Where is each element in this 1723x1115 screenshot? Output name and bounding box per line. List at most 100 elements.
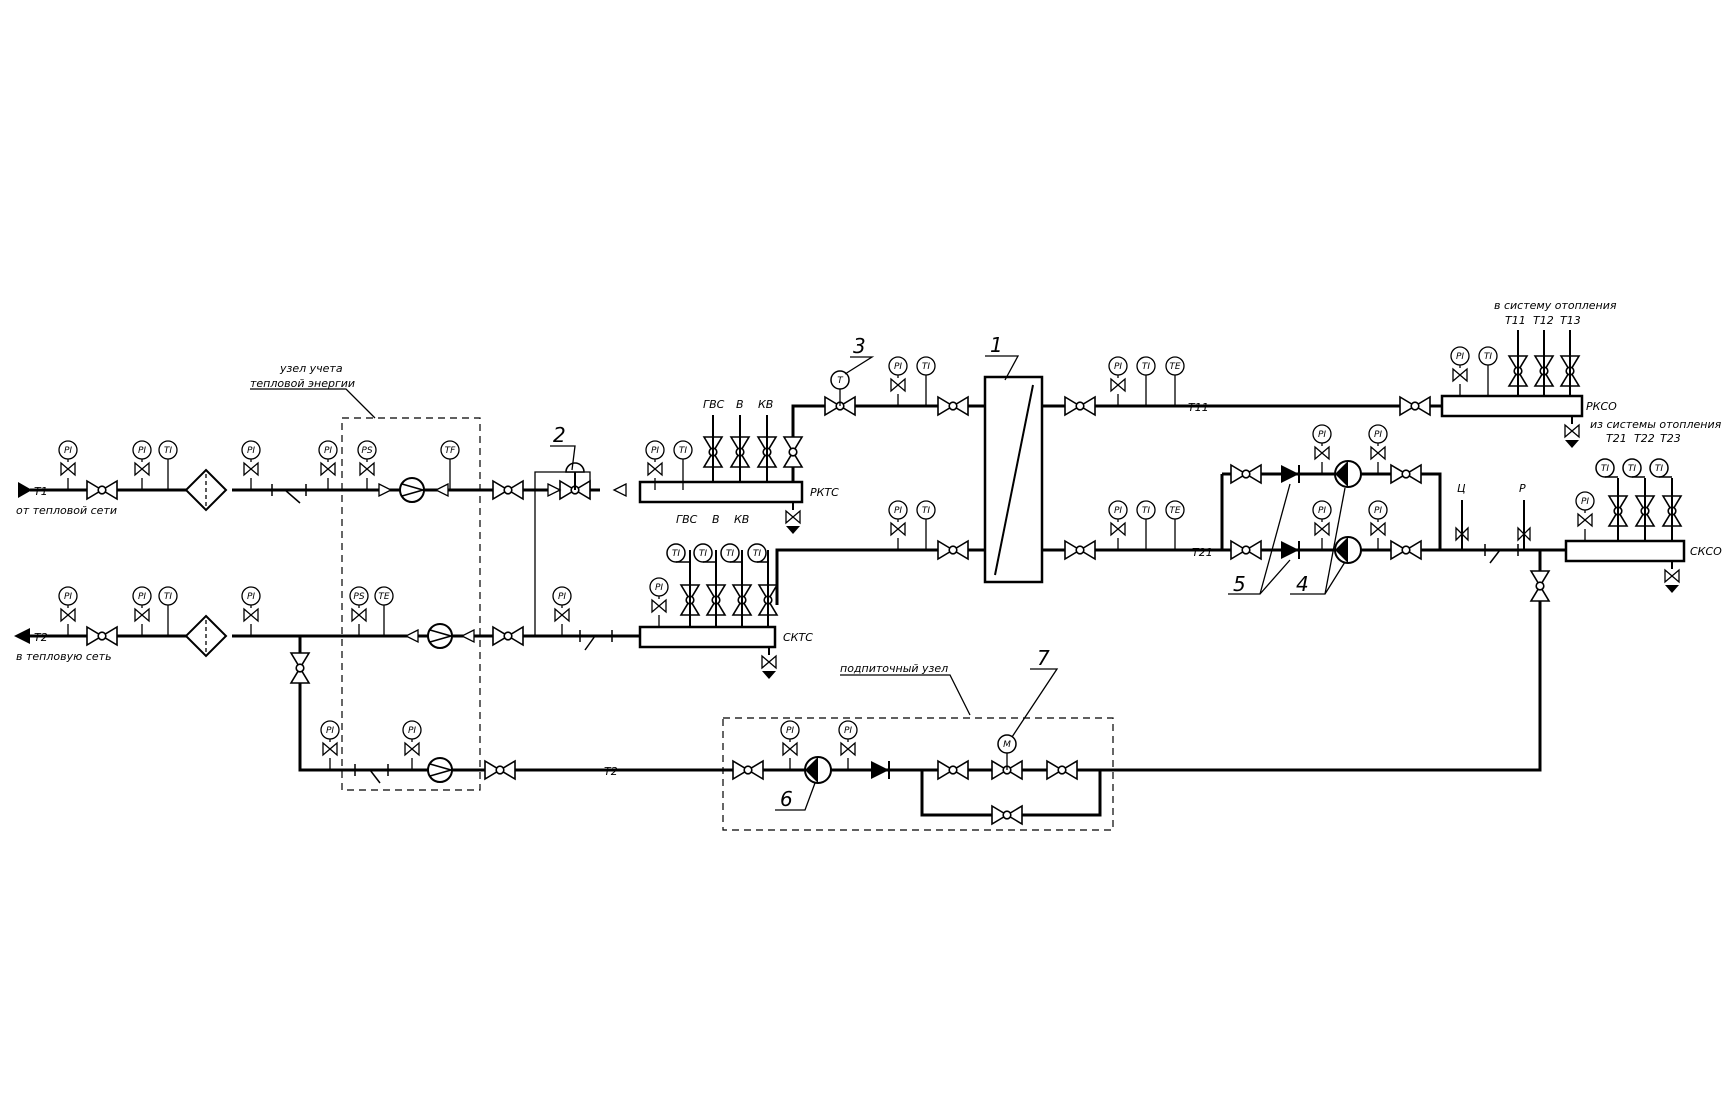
filter-supply [184, 468, 228, 512]
manifold-label-rkso: РКСО [1586, 400, 1617, 413]
line-label-t2: Т2 [604, 765, 618, 778]
ps-label: PS [361, 446, 372, 456]
branch-stems [689, 330, 1673, 627]
branch-label-kv: КВ [734, 513, 749, 526]
manifold-rkso [1440, 394, 1584, 418]
m-label: M [1003, 740, 1011, 750]
callout-1: 1 [990, 333, 1003, 357]
callout-6: 6 [780, 787, 793, 811]
ti-label: TI [922, 506, 930, 516]
pi-label: PI [1456, 352, 1464, 362]
t-label: T [837, 376, 844, 386]
metering-label-2: тепловой энергии [250, 377, 355, 390]
heating-out-label: в систему отопления [1494, 299, 1617, 312]
branch-label-gvs: ГВС [676, 513, 698, 526]
pi-label: PI [1318, 506, 1326, 516]
makeup-node-label: подпиточный узел [840, 662, 948, 675]
pi-label: PI [651, 446, 659, 456]
pi-label: PI [1374, 506, 1382, 516]
manifold-skts [638, 625, 777, 649]
ti-label: TI [1142, 362, 1150, 372]
branch-label-v: В [712, 513, 720, 526]
ps-label: PS [353, 592, 364, 602]
heating-in-label: из системы отопления [1590, 418, 1722, 431]
ti-label: TI [672, 549, 680, 559]
pumps [804, 460, 1362, 784]
manifold-label-skts: СКТС [783, 631, 813, 644]
pi-label: PI [786, 726, 794, 736]
pi-label: PI [1114, 362, 1122, 372]
ti-label: TI [1601, 464, 1609, 474]
to-network-code: Т2 [34, 631, 48, 644]
text-labels: Т1 от тепловой сети Т2 в тепловую сеть у… [16, 299, 1722, 778]
branch-label-c: Ц [1457, 482, 1466, 495]
manifold-skso [1564, 539, 1686, 563]
ti-label: TI [1142, 506, 1150, 516]
metering-label-1: узел учета [279, 362, 343, 375]
pi-label: PI [655, 583, 663, 593]
line-label-t21: Т21 [1192, 546, 1213, 559]
pi-label: PI [894, 362, 902, 372]
pi-label: PI [408, 726, 416, 736]
pi-label: PI [324, 446, 332, 456]
control-valve-2 [559, 462, 591, 500]
callout-4: 4 [1296, 572, 1309, 596]
branch-label-gvs: ГВС [703, 398, 725, 411]
callout-5: 5 [1233, 572, 1246, 596]
line-label-t11: Т11 [1188, 401, 1209, 414]
callout-7: 7 [1037, 646, 1050, 670]
pi-label: PI [64, 446, 72, 456]
branch-label-t23: Т23 [1660, 432, 1681, 445]
pi-label: PI [1114, 506, 1122, 516]
branch-label-t11: Т11 [1505, 314, 1526, 327]
ti-label: TI [922, 362, 930, 372]
metering-node-frame [341, 417, 481, 791]
manifold-label-rkts: РКТС [810, 486, 839, 499]
pipe-supports [271, 484, 1519, 784]
ti-label: TI [1655, 464, 1663, 474]
branch-label-t13: Т13 [1560, 314, 1581, 327]
filter-return [184, 614, 228, 658]
ti-label: TI [164, 446, 172, 456]
pi-label: PI [326, 726, 334, 736]
callout-2: 2 [553, 423, 566, 447]
valves [86, 355, 1682, 825]
heat-exchanger [983, 375, 1044, 584]
callouts: 1 2 3 4 5 6 7 [250, 333, 1346, 811]
pi-label: PI [247, 592, 255, 602]
pi-label: PI [247, 446, 255, 456]
manifold-rkts [638, 480, 804, 504]
ti-label: TI [726, 549, 734, 559]
pi-label: PI [1318, 430, 1326, 440]
ti-label: TI [699, 549, 707, 559]
flow-arrows [14, 482, 32, 644]
ti-label: TI [1628, 464, 1636, 474]
to-network-label: в тепловую сеть [16, 650, 112, 663]
te-label: TE [1169, 506, 1180, 516]
makeup-node-frame [722, 717, 1114, 831]
branch-label-t21: Т21 [1606, 432, 1627, 445]
branch-label-r: Р [1519, 482, 1526, 495]
tf-label: TF [445, 446, 456, 456]
branch-thermometers [666, 458, 1672, 563]
instrument-labels: PI PI TI PI PI PS TF PI TI T PI TI PI TI… [64, 352, 1663, 750]
ti-label: TI [679, 446, 687, 456]
pi-label: PI [844, 726, 852, 736]
pi-label: PI [1581, 497, 1589, 507]
ti-label: TI [164, 592, 172, 602]
ti-label: TI [1484, 352, 1492, 362]
callout-3: 3 [853, 334, 866, 358]
control-valve-7 [991, 734, 1023, 780]
pi-label: PI [138, 446, 146, 456]
risers [1455, 500, 1531, 550]
manifolds [638, 394, 1686, 649]
from-network-code: Т1 [34, 485, 48, 498]
branch-label-kv: КВ [758, 398, 773, 411]
manifold-drains [761, 416, 1680, 679]
ti-label: TI [753, 549, 761, 559]
branch-label-v: В [736, 398, 744, 411]
pi-label: PI [1374, 430, 1382, 440]
control-valve-3 [824, 370, 856, 416]
te-label: TE [378, 592, 389, 602]
